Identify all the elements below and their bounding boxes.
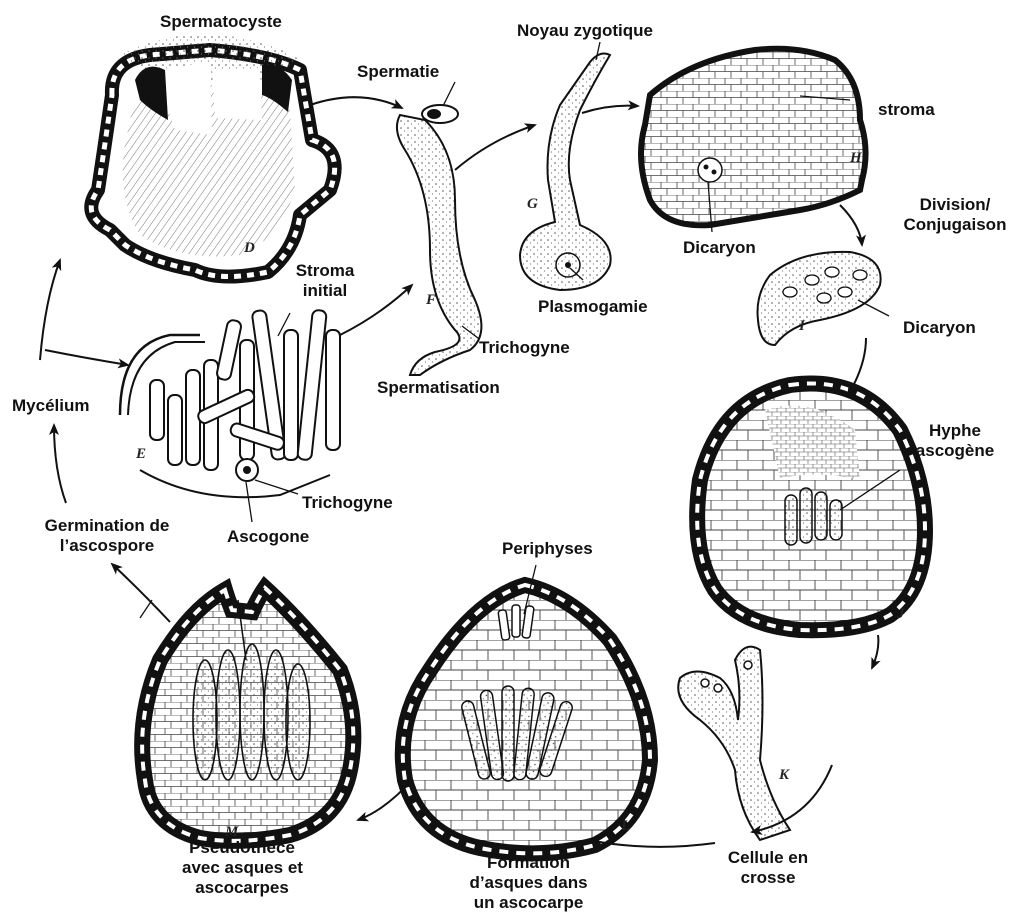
label-germination-line1: Germination de: [32, 516, 182, 536]
label-formation-line2: d’asques dans: [461, 873, 596, 893]
label-mycelium: Mycélium: [12, 396, 89, 416]
label-noyau-zygotique: Noyau zygotique: [517, 21, 653, 41]
stage-m-pseudothecium-drawing: [142, 588, 353, 841]
label-pseudothece-line2: avec asques et: [182, 858, 302, 878]
label-spermatie: Spermatie: [357, 62, 439, 82]
stage-letter-l: L: [621, 818, 630, 835]
label-pseudothece-line1: Pseudothèce: [182, 838, 302, 858]
stage-letter-j: J: [897, 606, 905, 623]
label-hyphe-ascogene: Hyphe ascogène: [910, 421, 1000, 461]
label-periphyses: Periphyses: [502, 539, 593, 559]
label-trichogyne-f: Trichogyne: [479, 338, 570, 358]
label-plasmogamie: Plasmogamie: [538, 297, 648, 317]
label-stroma-initial-line2: initial: [286, 281, 364, 301]
stage-e-stroma-initial-drawing: [120, 310, 340, 498]
stage-letter-i: I: [799, 318, 805, 335]
stage-i-dicaryon-drawing: [758, 252, 881, 345]
stage-letter-e: E: [136, 446, 146, 463]
stage-d-spermatocyste-drawing: [91, 34, 334, 276]
stage-letter-f: F: [426, 292, 436, 309]
stage-k-crozier-drawing: [678, 647, 790, 840]
label-stroma-initial: Stroma initial: [286, 261, 364, 301]
stage-letter-g: G: [527, 196, 538, 213]
label-cellule-line1: Cellule en: [718, 848, 818, 868]
label-hyphe-line2: ascogène: [910, 441, 1000, 461]
stage-j-ascocarp-drawing: [697, 383, 925, 630]
stage-letter-k: K: [779, 767, 789, 784]
label-pseudothece: Pseudothèce avec asques et ascocarpes: [182, 838, 302, 898]
stage-l-ascocarp-drawing: [403, 585, 650, 853]
label-hyphe-line1: Hyphe: [910, 421, 1000, 441]
label-dicaryon-h: Dicaryon: [683, 238, 756, 258]
label-spermatisation: Spermatisation: [377, 378, 500, 398]
label-formation-asques: Formation d’asques dans un ascocarpe: [461, 853, 596, 913]
label-trichogyne-e: Trichogyne: [302, 493, 393, 513]
label-conjugaison: Conjugaison: [900, 215, 1010, 235]
label-germination: Germination de l’ascospore: [32, 516, 182, 556]
label-formation-line1: Formation: [461, 853, 596, 873]
stage-f-spermatisation-drawing: [397, 105, 481, 375]
label-cellule-line2: crosse: [718, 868, 818, 888]
label-pseudothece-line3: ascocarpes: [182, 878, 302, 898]
label-spermatocyste: Spermatocyste: [160, 12, 282, 32]
stage-h-stroma-drawing: [641, 49, 866, 226]
label-division-conjugaison: Division/ Conjugaison: [900, 195, 1010, 235]
label-formation-line3: un ascocarpe: [461, 893, 596, 913]
stage-letter-h: H: [850, 150, 862, 167]
label-division: Division/: [900, 195, 1010, 215]
label-stroma: stroma: [878, 100, 935, 120]
label-stroma-initial-line1: Stroma: [286, 261, 364, 281]
label-dicaryon-i: Dicaryon: [903, 318, 976, 338]
label-germination-line2: l’ascospore: [32, 536, 182, 556]
stage-letter-d: D: [244, 240, 255, 257]
label-cellule-crosse: Cellule en crosse: [718, 848, 818, 888]
label-ascogone: Ascogone: [227, 527, 309, 547]
stage-letter-m: M: [225, 824, 238, 841]
stage-g-plasmogamie-drawing: [520, 54, 611, 290]
